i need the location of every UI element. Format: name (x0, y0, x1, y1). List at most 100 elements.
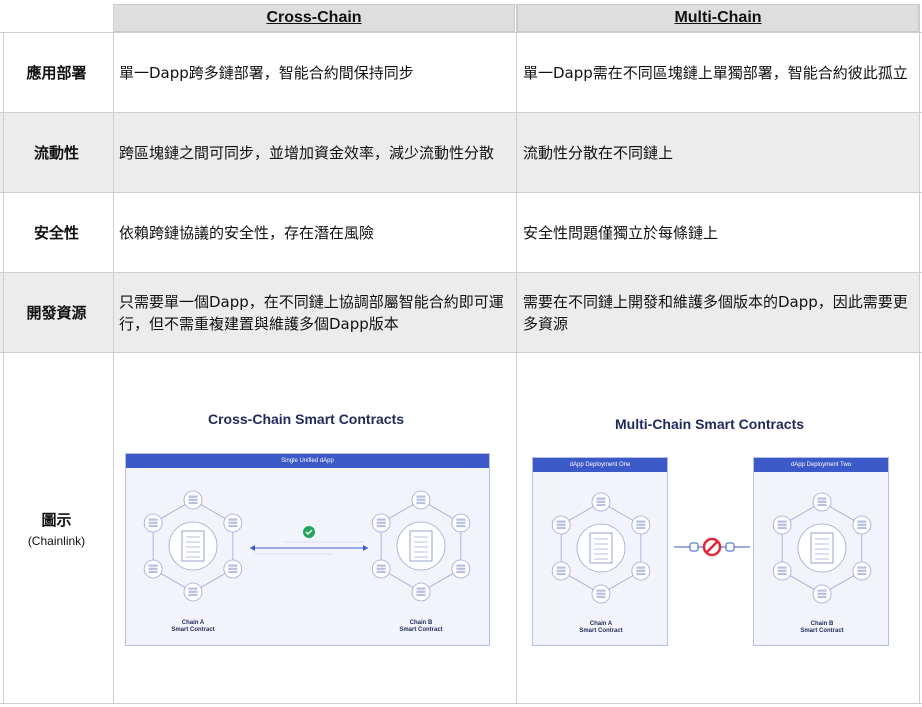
server-icon (817, 503, 827, 507)
cross-liquidity-text: 跨區塊鏈之間可同步，並增加資金效率，減少流動性分散 (113, 113, 516, 192)
cross-banner: Single Unified dApp (126, 454, 489, 468)
server-icon (148, 524, 158, 528)
server-icon (596, 500, 606, 503)
multi-chain-b-label: Chain B Smart Contract (800, 621, 844, 634)
server-icon (817, 592, 827, 595)
server-icon (596, 595, 606, 599)
server-icon (376, 564, 386, 567)
server-icon (228, 567, 238, 570)
server-icon (148, 521, 158, 524)
multi-link-blocked (674, 537, 750, 557)
multi-chain-b-diagram (772, 492, 872, 604)
server-icon (777, 520, 787, 523)
header-multi-chain: Multi-Chain (517, 4, 919, 32)
multi-dev-resources-text: 需要在不同鏈上開發和維護多個版本的Dapp，因此需要更多資源 (517, 273, 919, 352)
server-icon (556, 569, 566, 572)
corner-cell (0, 4, 113, 32)
server-icon (777, 526, 787, 530)
cross-chain-b-diagram (371, 490, 471, 602)
contract-document-icon (409, 530, 433, 562)
server-icon (416, 587, 426, 590)
multi-chain-a-label: Chain A Smart Contract (579, 621, 623, 634)
row-label-security: 安全性 (0, 193, 113, 272)
server-icon (456, 518, 466, 521)
server-icon (596, 592, 606, 595)
server-icon (777, 572, 787, 576)
cross-chain-a-diagram (143, 490, 243, 602)
server-icon (228, 521, 238, 524)
server-icon (456, 564, 466, 567)
server-icon (376, 567, 386, 570)
multi-security-text: 安全性問題僅獨立於每條鏈上 (517, 193, 919, 272)
server-icon (148, 570, 158, 574)
server-icon (636, 523, 646, 526)
server-icon (188, 495, 198, 498)
server-icon (376, 524, 386, 528)
multi-banner-two: dApp Deployment Two (754, 458, 888, 472)
server-icon (188, 501, 198, 505)
server-icon (376, 518, 386, 521)
row-divider (0, 112, 922, 113)
server-icon (636, 526, 646, 530)
cross-figure-panel: Single Unified dApp Chain A Smart Contra… (125, 453, 490, 646)
row-divider (0, 703, 922, 704)
server-icon (636, 566, 646, 569)
server-icon (376, 521, 386, 524)
server-icon (148, 564, 158, 567)
server-icon (636, 572, 646, 576)
server-icon (228, 524, 238, 528)
blocked-icon (702, 537, 722, 557)
server-icon (416, 498, 426, 501)
col-divider (3, 32, 4, 704)
server-icon (188, 593, 198, 597)
cross-chain-a-label: Chain A Smart Contract (171, 620, 215, 633)
server-icon (777, 566, 787, 569)
server-icon (556, 520, 566, 523)
multi-deployment-text: 單一Dapp需在不同區塊鏈上單獨部署，智能合約彼此孤立 (517, 33, 919, 112)
server-icon (817, 595, 827, 599)
cross-link-arrow (250, 526, 368, 555)
server-icon (188, 590, 198, 593)
row-label-dev-resources: 開發資源 (0, 273, 113, 352)
server-icon (777, 523, 787, 526)
col-divider (516, 4, 517, 704)
server-icon (228, 518, 238, 521)
server-icon (456, 524, 466, 528)
server-icon (777, 569, 787, 572)
col-divider (919, 4, 920, 704)
server-icon (376, 570, 386, 574)
server-icon (857, 523, 867, 526)
server-icon (857, 520, 867, 523)
server-icon (416, 590, 426, 593)
server-icon (596, 589, 606, 592)
server-icon (857, 566, 867, 569)
cross-chain-b-label: Chain B Smart Contract (399, 620, 443, 633)
server-icon (228, 570, 238, 574)
header-cross-chain: Cross-Chain (113, 4, 515, 32)
cross-figure-title: Cross-Chain Smart Contracts (208, 411, 405, 427)
server-icon (556, 572, 566, 576)
figure-sublabel: (Chainlink) (27, 533, 86, 548)
server-icon (416, 593, 426, 597)
col-divider (113, 4, 114, 704)
row-label-figure: 圖示 (Chainlink) (0, 353, 113, 703)
figure-label: 圖示 (41, 510, 72, 529)
server-icon (456, 521, 466, 524)
row-divider (0, 192, 922, 193)
server-icon (416, 495, 426, 498)
row-label-deployment: 應用部署 (0, 33, 113, 112)
server-icon (636, 520, 646, 523)
multi-banner-one: dApp Deployment One (533, 458, 667, 472)
row-divider (0, 32, 922, 33)
contract-document-icon (181, 530, 205, 562)
multi-panel-one: dApp Deployment One Chain A Smart Contra… (532, 457, 668, 646)
multi-liquidity-text: 流動性分散在不同鏈上 (517, 113, 919, 192)
multi-panel-two: dApp Deployment Two Chain B Smart Contra… (753, 457, 889, 646)
server-icon (817, 497, 827, 500)
cross-dev-resources-text: 只需要單一個Dapp，在不同鏈上協調部屬智能合約即可運行，但不需重複建置與維護多… (113, 273, 516, 352)
server-icon (857, 569, 867, 572)
server-icon (817, 589, 827, 592)
cross-deployment-text: 單一Dapp跨多鏈部署，智能合約間保持同步 (113, 33, 516, 112)
row-label-liquidity: 流動性 (0, 113, 113, 192)
